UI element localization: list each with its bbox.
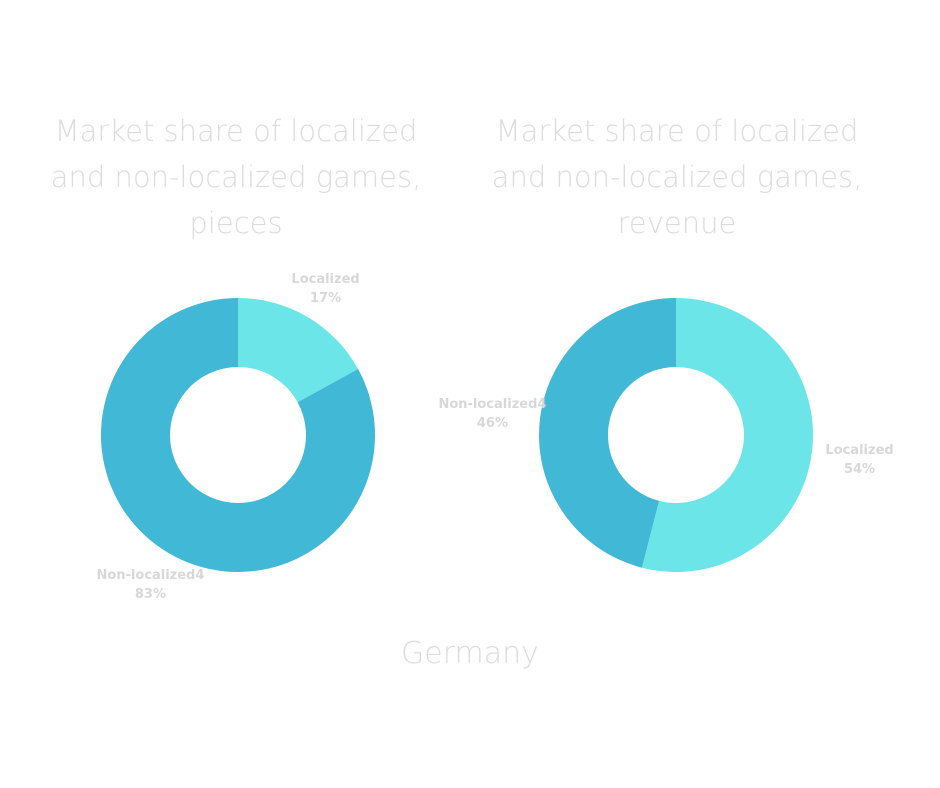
slice-value-label: 83% <box>135 587 166 602</box>
chart-title-line: and non-localized games, <box>491 160 863 194</box>
slice-value-label: 54% <box>844 462 875 477</box>
chart-title-line: and non-localized games, <box>50 160 422 194</box>
country-label: Germany <box>401 636 539 671</box>
donut-slice-non-localized4 <box>101 298 376 572</box>
chart-title-revenue: Market share of localized and non-locali… <box>457 108 897 246</box>
slice-label: Localized 17% <box>291 272 359 306</box>
slice-value-label: 46% <box>477 416 508 431</box>
donut-chart-revenue: Localized 54% Non-localized4 46% <box>438 298 894 572</box>
slice-name-label: Non-localized4 <box>96 568 204 583</box>
donut-slice-non-localized4 <box>538 298 676 568</box>
donut-slice-localized <box>238 298 359 403</box>
slice-name-label: Localized <box>291 272 359 287</box>
chart-title-line: revenue <box>617 206 737 240</box>
chart-title-line: pieces <box>189 206 283 240</box>
slice-name-label: Localized <box>825 443 893 458</box>
slice-label: Non-localized4 83% <box>96 568 204 602</box>
slice-label: Non-localized4 46% <box>438 397 546 431</box>
slice-name-label: Non-localized4 <box>438 397 546 412</box>
chart-title-line: Market share of localized <box>54 114 418 148</box>
chart-title-line: Market share of localized <box>495 114 859 148</box>
donut-chart-pieces: Localized 17% Non-localized4 83% <box>96 272 376 602</box>
donut-slice-localized <box>641 298 813 572</box>
slice-value-label: 17% <box>310 291 341 306</box>
chart-title-pieces: Market share of localized and non-locali… <box>16 108 456 246</box>
slice-label: Localized 54% <box>825 443 893 477</box>
